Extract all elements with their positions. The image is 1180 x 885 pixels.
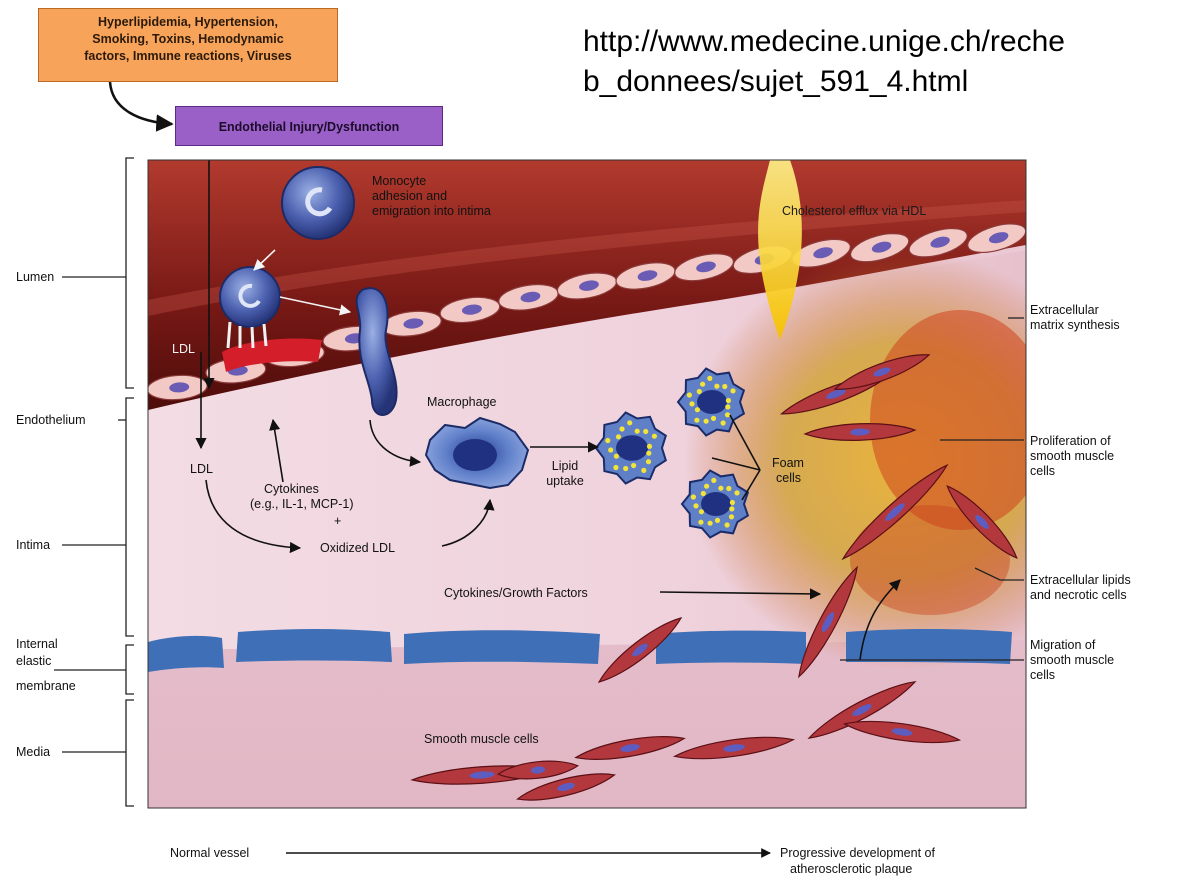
proliferation-label-3: cells: [1030, 464, 1055, 478]
label-iem-line-1: Internal: [16, 637, 58, 652]
ecm-label-2: matrix synthesis: [1030, 318, 1120, 332]
monocyte-cell: [282, 167, 354, 239]
progressive-plaque-label-1: Progressive development of: [780, 846, 935, 860]
cytokines-growth-label: Cytokines/Growth Factors: [444, 586, 588, 600]
normal-vessel-label: Normal vessel: [170, 846, 249, 860]
extracellular-lipids-label-2: and necrotic cells: [1030, 588, 1127, 602]
foam-cells-label-1: Foam: [772, 456, 804, 470]
layer-brackets: [54, 158, 134, 806]
plus-sign: +: [334, 514, 341, 528]
proliferation-label-2: smooth muscle: [1030, 449, 1114, 463]
extracellular-lipids-label-1: Extracellular lipids: [1030, 573, 1131, 587]
risk-factors-box: Hyperlipidemia, Hypertension, Smoking, T…: [38, 8, 338, 82]
migration-label-2: smooth muscle: [1030, 653, 1114, 667]
monocyte-label-2: adhesion and: [372, 189, 447, 203]
source-url[interactable]: http://www.medecine.unige.ch/reche b_don…: [583, 22, 1065, 102]
cytokines-label-2: (e.g., IL-1, MCP-1): [250, 497, 354, 511]
label-iem-line-3: membrane: [16, 679, 76, 694]
migration-label-3: cells: [1030, 668, 1055, 682]
risk-factors-line-3: factors, Immune reactions, Viruses: [39, 48, 337, 65]
oxidized-ldl-label: Oxidized LDL: [320, 541, 395, 555]
lipid-uptake-label-2: uptake: [542, 474, 588, 488]
risk-factors-line-2: Smoking, Toxins, Hemodynamic: [39, 31, 337, 48]
ldl-lumen-label: LDL: [172, 342, 195, 356]
cytokines-label-1: Cytokines: [264, 482, 319, 496]
label-media: Media: [16, 745, 50, 760]
monocyte-label-3: emigration into intima: [372, 204, 491, 218]
ecm-label-1: Extracellular: [1030, 303, 1099, 317]
ldl-intima-label: LDL: [190, 462, 213, 476]
proliferation-label-1: Proliferation of: [1030, 434, 1111, 448]
cholesterol-efflux-label: Cholesterol efflux via HDL: [782, 204, 926, 218]
label-endothelium: Endothelium: [16, 413, 86, 428]
risk-factors-line-1: Hyperlipidemia, Hypertension,: [39, 14, 337, 31]
cause-arrow: [110, 82, 172, 124]
label-lumen: Lumen: [16, 270, 54, 285]
progressive-plaque-label-2: atherosclerotic plaque: [790, 862, 912, 876]
smooth-muscle-cells-label: Smooth muscle cells: [424, 732, 539, 746]
panel-artwork: [146, 140, 1125, 808]
label-iem-line-2: elastic: [16, 654, 51, 669]
migration-label-1: Migration of: [1030, 638, 1095, 652]
source-url-line-1: http://www.medecine.unige.ch/reche: [583, 22, 1065, 62]
macrophage-label: Macrophage: [427, 395, 497, 409]
endothelial-injury-box: Endothelial Injury/Dysfunction: [175, 106, 443, 146]
label-intima: Intima: [16, 538, 50, 553]
source-url-line-2: b_donnees/sujet_591_4.html: [583, 62, 1065, 102]
foam-cells-label-2: cells: [776, 471, 801, 485]
monocyte-label-1: Monocyte: [372, 174, 426, 188]
lipid-uptake-label-1: Lipid: [542, 459, 588, 473]
